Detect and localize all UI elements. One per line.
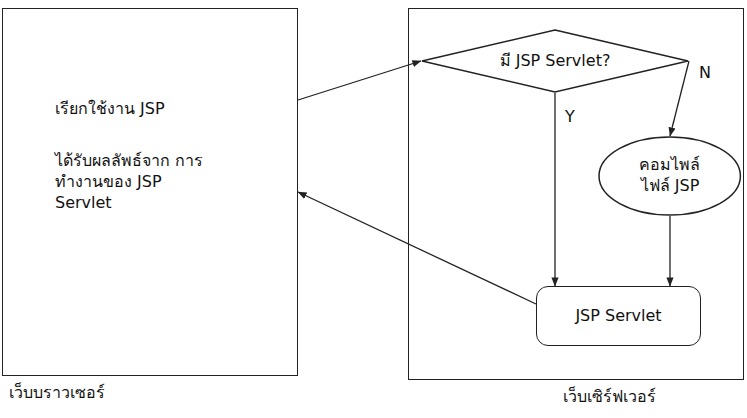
process-ellipse: คอมไพล์ ไฟล์ JSP — [598, 136, 741, 216]
node-text: มี JSP Servlet? — [500, 51, 611, 72]
diamond-shape — [422, 30, 688, 92]
decision-diamond: มี JSP Servlet? — [421, 29, 689, 93]
node-text: JSP Servlet — [575, 306, 661, 327]
node-text: คอมไพล์ ไฟล์ JSP — [624, 155, 716, 197]
flow-arrow — [670, 61, 689, 136]
ellipse-shape — [599, 137, 740, 215]
node-text: เว็บเซิร์ฟเวอร์ — [499, 387, 719, 408]
flow-arrow — [554, 93, 555, 286]
flow-arrow — [298, 192, 536, 304]
node-text: เรียกใช้งาน JSP — [55, 99, 275, 120]
flow-arrow — [669, 216, 670, 286]
process-box: JSP Servlet — [536, 286, 701, 346]
browser-box: เรียกใช้งาน JSP ได้รับผลลัพธ์จาก การทำงาน… — [2, 8, 298, 376]
branch-label: Y — [563, 107, 577, 126]
branch-label: N — [697, 63, 713, 82]
server-box: เว็บเซิร์ฟเวอร์มี JSP Servlet?คอมไพล์ ไฟ… — [408, 8, 744, 380]
node-text: เว็บบราวเซอร์ — [9, 383, 209, 404]
node-text: ได้รับผลลัพธ์จาก การทำงานของ JSP Servlet — [55, 151, 205, 213]
flow-arrow — [298, 61, 421, 100]
